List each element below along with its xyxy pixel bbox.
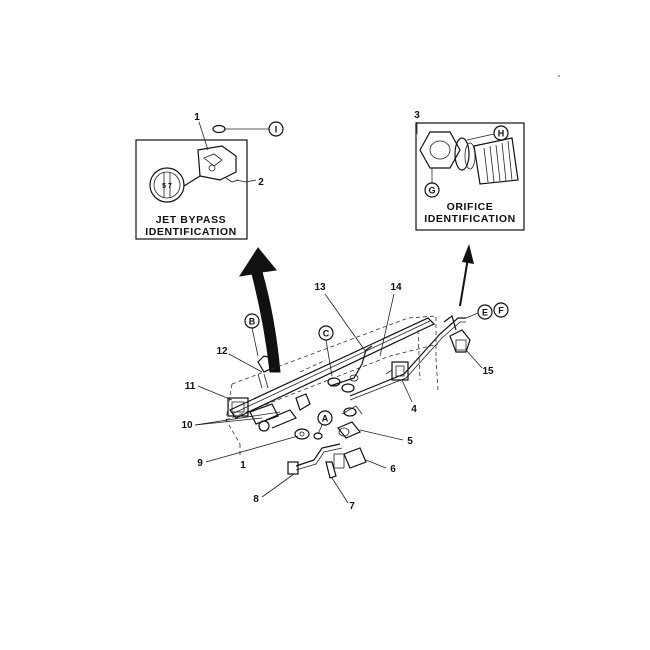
inset-part-1: 1 (194, 112, 200, 123)
pilot-tube (329, 345, 373, 387)
part-4: 4 (411, 404, 417, 415)
scan-speck (558, 75, 560, 77)
callout-h: H (498, 129, 505, 139)
jet-part-icon (183, 145, 239, 187)
manifold-bar (229, 317, 436, 419)
elbow-part-15 (443, 314, 471, 353)
orifice-box (415, 122, 525, 231)
part-8: 8 (253, 494, 259, 505)
jet-face-icon (149, 167, 185, 203)
part-5: 5 (407, 436, 413, 447)
orifice-inset: 3 H G ORIFICE IDENTIFICATION (414, 110, 525, 231)
part-14: 14 (390, 282, 402, 293)
orifice-fitting-icon (473, 137, 519, 185)
fitting-part-6 (333, 447, 367, 469)
callout-e: E (482, 308, 488, 318)
center-fittings (294, 374, 363, 440)
fitting-part-5 (337, 421, 361, 439)
gas-tube (349, 317, 466, 397)
part-labels: 12 11 10 9 1 8 7 6 5 4 13 14 15 (181, 282, 494, 512)
burner-assembly (225, 314, 471, 479)
callout-i: I (275, 125, 278, 135)
jet-bypass-inset: 5 7 1 I 2 JET BYPASS IDENTIFICATION (135, 112, 284, 240)
bolt-part-7 (325, 461, 337, 479)
jet-bypass-pointer-arrow (238, 247, 281, 373)
pipe-part-8 (295, 443, 341, 467)
callout-b-group: B (244, 313, 260, 357)
callout-c-group: C (318, 325, 334, 377)
orifice-pointer-arrow (459, 244, 474, 307)
orifice-title-2: IDENTIFICATION (424, 213, 516, 225)
orifice-title-1: ORIFICE (447, 201, 494, 213)
part-10: 10 (181, 420, 193, 431)
part-6: 6 (390, 464, 396, 475)
orifice-nut-icon (419, 131, 461, 169)
part-13: 13 (314, 282, 326, 293)
part-15: 15 (482, 366, 494, 377)
washer-icon (212, 124, 226, 134)
callout-a-group: A (317, 410, 333, 435)
jet-marking: 5 7 (162, 183, 172, 190)
callout-b: B (249, 317, 256, 327)
inset-part-2: 2 (258, 177, 264, 188)
valve-part-4 (385, 361, 409, 381)
orifice-gasket-icon (454, 137, 470, 171)
jet-bypass-box (135, 139, 248, 240)
callout-f: F (498, 306, 504, 316)
callout-a: A (322, 414, 329, 424)
part-9: 9 (197, 458, 203, 469)
callout-g: G (428, 186, 435, 196)
callout-c: C (323, 329, 330, 339)
burner-fitting-b (257, 355, 273, 389)
burner-valve-left (227, 397, 297, 432)
part-11: 11 (185, 381, 196, 392)
part-1: 1 (240, 460, 246, 471)
jet-bypass-title-1: JET BYPASS (156, 214, 227, 226)
callout-ef-group: E F (465, 302, 509, 320)
part-7: 7 (349, 501, 355, 512)
inset-part-3: 3 (414, 110, 420, 121)
jet-bypass-title-2: IDENTIFICATION (145, 226, 237, 238)
part-12: 12 (216, 346, 228, 357)
